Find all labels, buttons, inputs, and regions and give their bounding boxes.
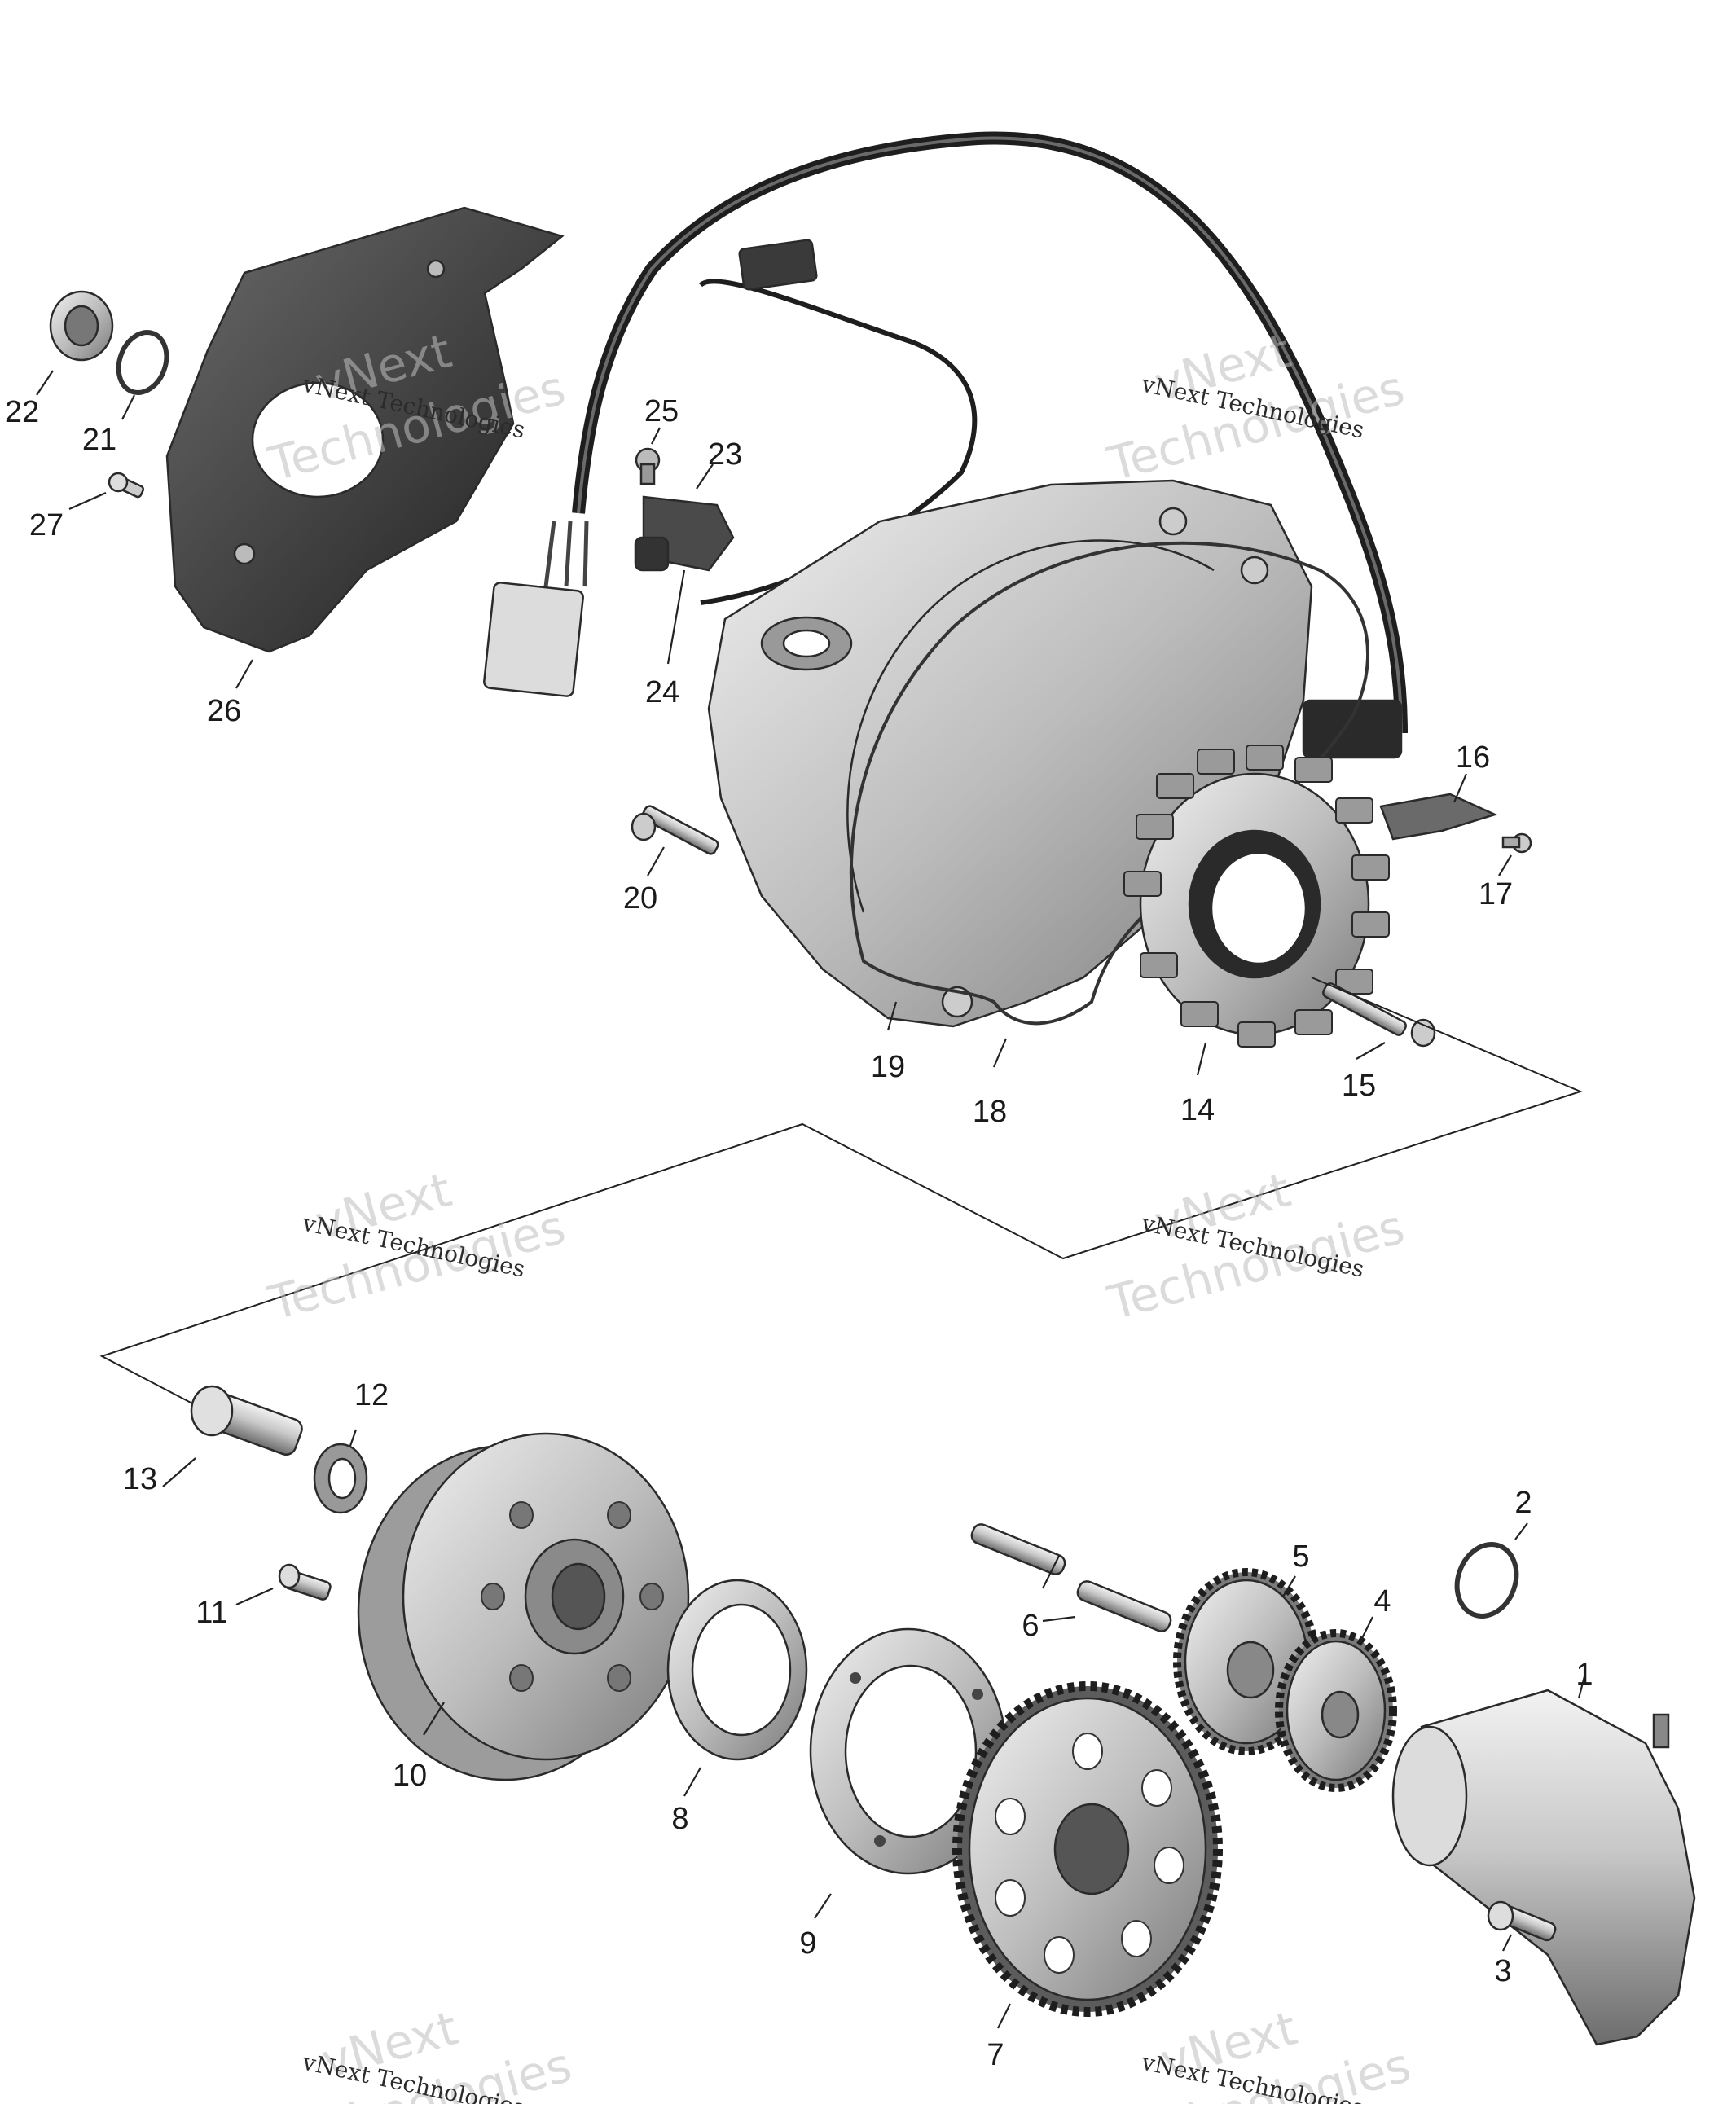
callout-23: 23 <box>708 437 742 472</box>
seal-part-22 <box>49 290 114 362</box>
callout-25: 25 <box>644 394 679 428</box>
callout-2: 2 <box>1514 1486 1532 1520</box>
callout-10: 10 <box>393 1759 427 1793</box>
callout-18: 18 <box>973 1095 1007 1129</box>
bolt-part-20 <box>631 805 719 855</box>
callout-12: 12 <box>354 1378 389 1412</box>
gear-part-4 <box>1275 1629 1397 1792</box>
gear-part-7 <box>952 1681 1223 2017</box>
bearing-part-8 <box>666 1579 808 1761</box>
screw-part-11 <box>278 1563 332 1601</box>
bolt-part-15 <box>1322 982 1436 1048</box>
callout-labels: 1 2 3 4 5 6 7 8 9 10 11 12 13 14 15 16 1… <box>5 394 1593 2072</box>
callout-20: 20 <box>623 881 657 916</box>
callout-19: 19 <box>871 1050 905 1084</box>
washer-part-12 <box>313 1443 368 1514</box>
callout-16: 16 <box>1456 740 1490 775</box>
callout-24: 24 <box>645 675 679 709</box>
plate-part-9 <box>809 1627 1008 1875</box>
callout-3: 3 <box>1494 1954 1511 1988</box>
o-ring-part-2 <box>1454 1542 1519 1619</box>
callout-5: 5 <box>1292 1540 1309 1574</box>
callout-13: 13 <box>123 1462 157 1496</box>
callout-11: 11 <box>196 1596 227 1630</box>
callout-4: 4 <box>1373 1584 1391 1619</box>
pin-part-6 <box>970 1523 1172 1632</box>
screw-part-3 <box>1487 1900 1557 1942</box>
callout-8: 8 <box>671 1802 688 1836</box>
rotor-part-10 <box>357 1432 690 1781</box>
callout-21: 21 <box>82 423 116 457</box>
sensor-part-23 <box>634 495 735 572</box>
starter-motor-part-1 <box>1391 1689 1696 2046</box>
gear-part-5 <box>1173 1568 1320 1755</box>
leader-lines <box>36 370 1586 2029</box>
screw-part-25 <box>635 447 661 485</box>
callout-27: 27 <box>29 508 64 542</box>
clamp-part-16 <box>1379 793 1498 841</box>
screw-part-27 <box>108 472 145 499</box>
wiring-harness <box>483 131 1408 759</box>
callout-26: 26 <box>207 694 241 728</box>
callout-9: 9 <box>799 1926 816 1961</box>
callout-22: 22 <box>5 395 39 429</box>
shield-cover-part-26 <box>165 206 565 653</box>
callout-17: 17 <box>1479 877 1513 911</box>
callout-15: 15 <box>1342 1069 1376 1103</box>
callout-1: 1 <box>1576 1658 1593 1692</box>
callout-7: 7 <box>987 2038 1004 2072</box>
callout-14: 14 <box>1180 1093 1215 1127</box>
gasket-part-18 <box>849 541 1369 1026</box>
bolt-part-13 <box>190 1385 303 1456</box>
o-ring-part-21 <box>116 330 169 395</box>
callout-6: 6 <box>1022 1609 1039 1643</box>
screw-part-17 <box>1501 832 1532 854</box>
stator-part-14 <box>1123 745 1390 1048</box>
assembly-line-upper <box>99 977 1583 1406</box>
